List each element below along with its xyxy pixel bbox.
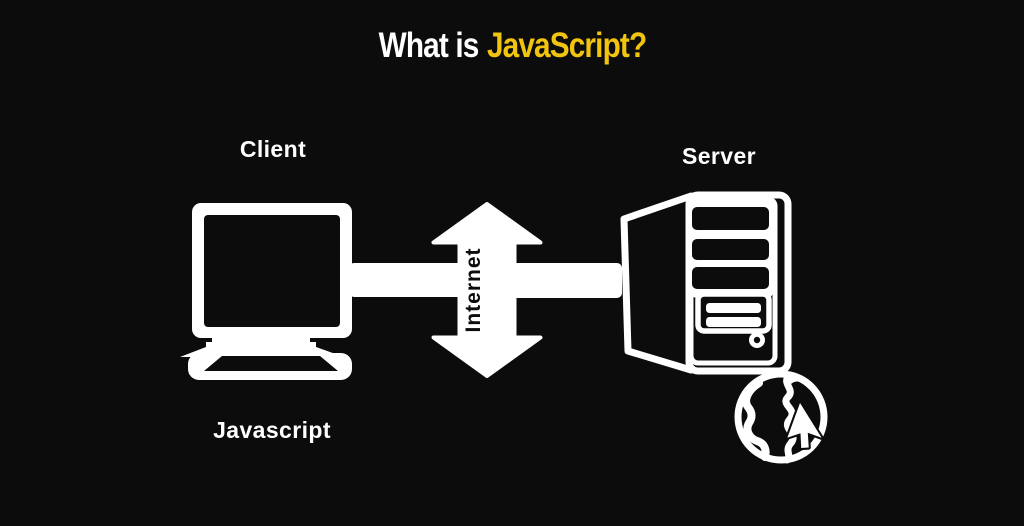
server-tower-icon — [620, 191, 792, 375]
monitor-neck-step — [206, 342, 316, 349]
server-side-panel — [620, 192, 695, 374]
server-slot-3 — [692, 267, 769, 289]
monitor-screen — [204, 215, 340, 327]
globe-cursor-icon — [734, 370, 828, 464]
server-connection-bar — [512, 263, 622, 298]
double-headed-arrow-icon: Internet — [349, 202, 622, 378]
monitor-base-top — [204, 356, 338, 371]
monitor-neck — [212, 336, 310, 344]
internet-label: Internet — [462, 247, 485, 332]
page-title: What is JavaScript? — [0, 26, 1024, 66]
client-caption-javascript: Javascript — [213, 417, 331, 443]
double-arrow-shape — [431, 202, 543, 378]
globe-continent-middle — [782, 371, 797, 464]
server-drive-slot-1 — [706, 303, 761, 313]
client-connection-bar — [349, 263, 462, 297]
server-drive-slot-2 — [706, 317, 761, 327]
client-label: Client — [239, 136, 307, 162]
cursor-arrow-icon — [785, 400, 824, 451]
page-title-text: What is JavaScript? — [378, 26, 647, 66]
desktop-monitor-icon — [180, 203, 352, 380]
globe-continent-left — [742, 379, 770, 461]
globe-circle — [734, 370, 828, 464]
server-label: Server — [681, 143, 757, 169]
server-slot-1 — [692, 207, 769, 230]
title-prefix: What is — [378, 26, 479, 65]
globe-continent-branch — [787, 375, 813, 389]
server-slot-2 — [692, 239, 769, 260]
server-power-button-dot — [753, 336, 761, 344]
title-highlight: JavaScript? — [486, 26, 646, 65]
